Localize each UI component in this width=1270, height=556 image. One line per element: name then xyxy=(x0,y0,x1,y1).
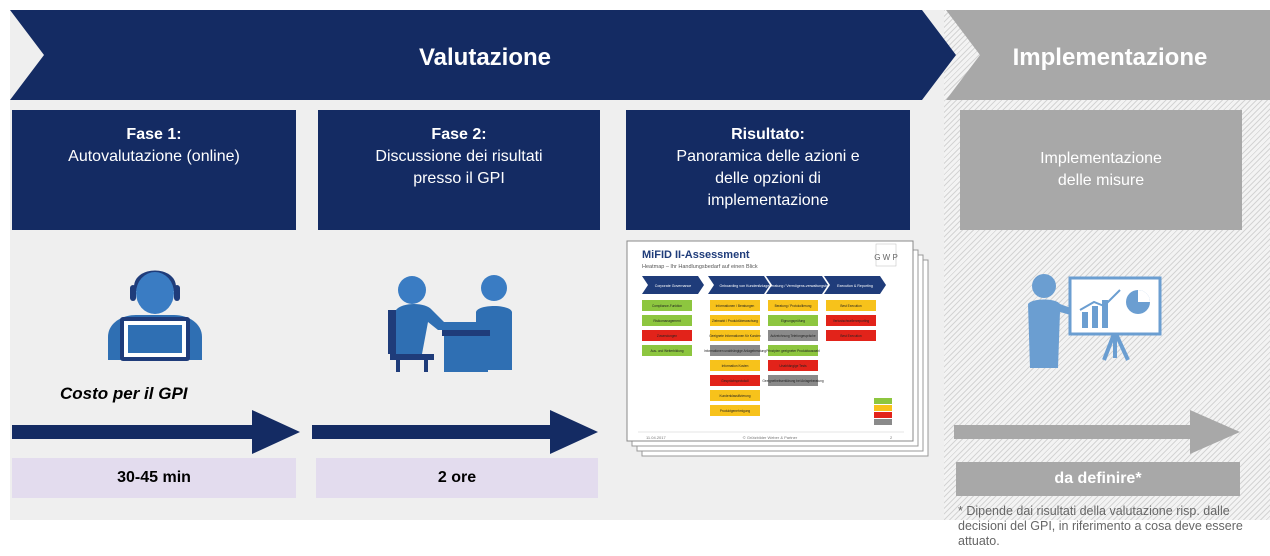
mifid-document-stack: MiFID II-Assessment Heatmap – Ihr Handlu… xyxy=(626,240,929,457)
doc-heatmap-cell-label: Informationen / Beratungen xyxy=(716,304,755,308)
duration-fase-2: 2 ore xyxy=(316,458,598,498)
doc-heatmap-cell xyxy=(826,315,876,326)
arrow-fase-2 xyxy=(312,410,598,454)
implementazione-box: Implementazione delle misure xyxy=(960,110,1242,230)
doc-heatmap-cell-label: Unabhängige Tests xyxy=(779,364,807,368)
process-arrows xyxy=(12,410,1240,454)
doc-legend-swatch xyxy=(874,412,892,418)
user-laptop-icon xyxy=(108,270,202,361)
doc-heatmap-cell-label: Beratung / Protokollierung xyxy=(775,304,812,308)
duration-implementazione: da definire* xyxy=(956,462,1240,496)
doc-footer-page: 2 xyxy=(890,435,893,440)
doc-footer-copyright: © Grützbilder Weber & Partner xyxy=(743,435,798,440)
fase-1-box: Fase 1: Autovalutazione (online) xyxy=(12,110,296,230)
doc-heatmap-cell-label: Verlustschwellenreporting xyxy=(833,319,870,323)
doc-heatmap-cell xyxy=(710,315,760,326)
doc-heatmap-cell xyxy=(768,315,818,326)
risultato-desc-line-3: implementazione xyxy=(707,192,829,209)
doc-heatmap-cell-label: Compliance-Funktion xyxy=(652,304,682,308)
implementazione-desc-line-1: Implementazione xyxy=(1040,150,1162,167)
doc-subtitle: Heatmap – Ihr Handlungsbedarf auf einen … xyxy=(642,264,758,270)
doc-heatmap-cell xyxy=(826,330,876,341)
doc-heatmap-cell xyxy=(710,300,760,311)
doc-heatmap-cell xyxy=(710,390,760,401)
doc-heatmap-cell-label: Geeignetheitserklärung bei Anlageberatun… xyxy=(762,379,824,383)
doc-heatmap-cell xyxy=(710,375,760,386)
doc-legend-swatch xyxy=(874,405,892,411)
risultato-desc-line-1: Panoramica delle azioni e xyxy=(676,148,860,165)
doc-heatmap-cell-label: Aufzeichnung Telefongespräche xyxy=(770,334,816,338)
doc-heatmap-cell xyxy=(768,300,818,311)
valutazione-label: Valutazione xyxy=(418,44,552,71)
doc-column-chevron xyxy=(766,276,828,294)
doc-heatmap-cell-label: Zielmarkt / Produktüberwachung xyxy=(712,319,758,323)
doc-heatmap-cell xyxy=(642,315,692,326)
doc-heatmap-cell-label: Risikomanagement xyxy=(653,319,680,323)
fase-2-box: Fase 2: Discussione dei risultati presso… xyxy=(318,110,600,230)
arrow-implementazione xyxy=(954,410,1240,454)
implementazione-chevron xyxy=(946,10,1270,100)
risultato-desc-line-2: delle opzioni di xyxy=(715,170,821,187)
doc-heatmap-cell xyxy=(768,345,818,356)
doc-heatmap-cell-label: Aus- und Weiterbildung xyxy=(650,349,683,353)
fase-1-desc: Autovalutazione (online) xyxy=(68,148,240,165)
doc-heatmap-cell-label: Informationen unabhängige Anlageberatung xyxy=(704,349,766,353)
doc-column-label: Onboarding von Kunden xyxy=(720,284,759,288)
doc-heatmap-cell xyxy=(642,330,692,341)
arrow-fase-1 xyxy=(12,410,300,454)
footnote: * Dipende dai risultati della valutazion… xyxy=(958,504,1243,548)
doc-heatmap-cell-label: Information Kosten xyxy=(722,364,749,368)
doc-legend-swatch xyxy=(874,419,892,425)
doc-column-chevron xyxy=(824,276,886,294)
presentation-icon xyxy=(1028,274,1162,368)
risultato-title: Risultato: xyxy=(731,126,805,143)
doc-heatmap-cell xyxy=(710,330,760,341)
doc-heatmap-cell xyxy=(768,360,818,371)
doc-heatmap-cell-label: Kundenklassifizierung xyxy=(719,394,750,398)
doc-heatmap-cell-label: Best Execution xyxy=(840,334,861,338)
valutazione-chevron xyxy=(10,10,956,100)
risultato-box: Risultato: Panoramica delle azioni e del… xyxy=(626,110,910,230)
doc-heatmap-cell-label: Produktgenehmigung xyxy=(720,409,751,413)
cost-label: Costo per il GPI xyxy=(60,384,188,403)
doc-heatmap-cell-label: Gesprächsprotokoll xyxy=(721,379,749,383)
doc-footer-date: 11.04.2017 xyxy=(646,435,666,440)
doc-heatmap-cell xyxy=(768,375,818,386)
doc-heatmap-cell xyxy=(826,300,876,311)
doc-column-label: Corporate Governance xyxy=(655,284,692,288)
phase-chevrons xyxy=(10,10,1270,100)
doc-heatmap-cell xyxy=(710,360,760,371)
doc-heatmap-cell xyxy=(710,405,760,416)
doc-heatmap-cell-label: Zuwendungen xyxy=(657,334,677,338)
implementazione-label: Implementazione xyxy=(1012,44,1208,71)
duration-fase-1: 30-45 min xyxy=(12,458,296,498)
fase-2-title: Fase 2: xyxy=(431,126,487,143)
implementazione-desc-line-2: delle misure xyxy=(1057,172,1145,189)
doc-heatmap-cell xyxy=(768,330,818,341)
doc-heatmap-cell-label: Geeignete Informationen für Kunden xyxy=(709,334,761,338)
doc-heatmap-cell-label: Prinzipien geeigneter Produktauswahl xyxy=(766,349,820,353)
doc-heatmap-cell-label: Eignungsprüfung xyxy=(781,319,805,323)
doc-heatmap-cell-label: Best Execution xyxy=(840,304,861,308)
fase-2-desc-line-2: presso il GPI xyxy=(413,170,505,187)
fase-2-desc-line-1: Discussione dei risultati xyxy=(375,148,543,165)
doc-legend-swatch xyxy=(874,398,892,404)
doc-column-label: Anlageberatung / Vermögens-verwaltungsbe… xyxy=(758,284,836,288)
doc-title: MiFID II-Assessment xyxy=(642,249,750,261)
fase-1-title: Fase 1: xyxy=(126,126,182,143)
doc-column-chevron xyxy=(708,276,770,294)
doc-logo: G W P xyxy=(874,253,898,262)
doc-heatmap-cell xyxy=(642,300,692,311)
meeting-icon xyxy=(388,275,512,372)
doc-column-label: Execution & Reporting xyxy=(837,284,873,288)
doc-logo-frame xyxy=(875,243,897,267)
doc-heatmap-cell xyxy=(710,345,760,356)
doc-heatmap-cell xyxy=(642,345,692,356)
doc-column-chevron xyxy=(642,276,704,294)
